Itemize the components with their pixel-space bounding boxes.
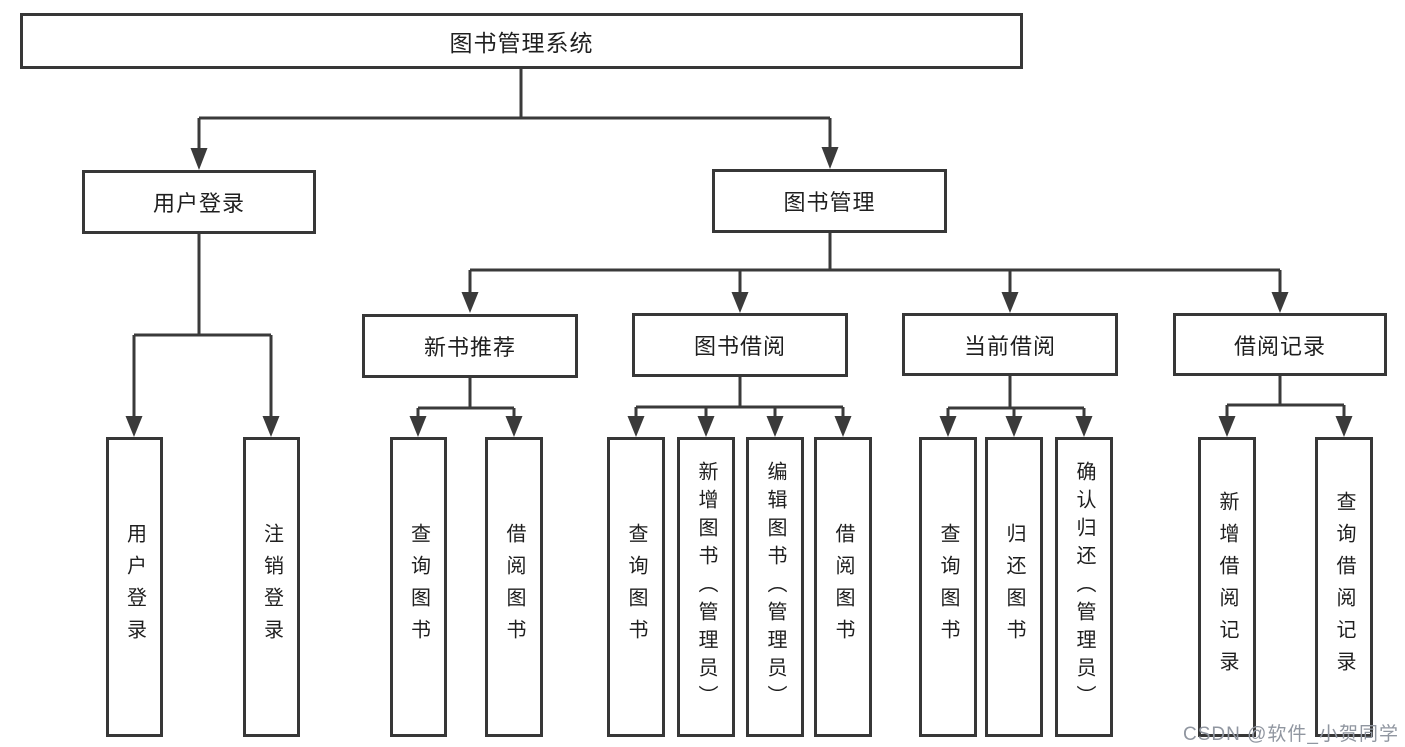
leaf-user-login: 用户登录 bbox=[106, 437, 163, 737]
leaf-borrow-books-recommend: 借阅图书 bbox=[485, 437, 543, 737]
node-book-borrow: 图书借阅 bbox=[632, 313, 848, 377]
connector-borrow-record-children bbox=[1218, 376, 1353, 437]
leaf-edit-books-admin: 编辑图书（管理员） bbox=[746, 437, 804, 737]
leaf-borrow-books: 借阅图书 bbox=[814, 437, 872, 737]
node-library-management-system: 图书管理系统 bbox=[20, 13, 1023, 69]
node-new-book-recommend: 新书推荐 bbox=[362, 314, 578, 378]
leaf-add-borrow-record: 新增借阅记录 bbox=[1198, 437, 1256, 737]
node-book-management: 图书管理 bbox=[712, 169, 947, 233]
node-current-borrow: 当前借阅 bbox=[902, 313, 1118, 376]
leaf-query-borrow-record: 查询借阅记录 bbox=[1315, 437, 1373, 737]
node-user-login: 用户登录 bbox=[82, 170, 316, 234]
leaf-add-books-admin: 新增图书（管理员） bbox=[677, 437, 735, 737]
leaf-query-books-borrow: 查询图书 bbox=[607, 437, 665, 737]
leaf-query-books-recommend: 查询图书 bbox=[390, 437, 447, 737]
connector-current-borrow-children bbox=[939, 376, 1093, 437]
leaf-return-books: 归还图书 bbox=[985, 437, 1043, 737]
leaf-query-books-current: 查询图书 bbox=[919, 437, 977, 737]
connector-book-borrow-children bbox=[627, 377, 852, 437]
connector-user-login-children bbox=[125, 234, 280, 437]
node-borrow-records: 借阅记录 bbox=[1173, 313, 1387, 376]
leaf-confirm-return-admin: 确认归还（管理员） bbox=[1055, 437, 1113, 737]
connector-new-book-children bbox=[409, 378, 523, 437]
csdn-watermark: CSDN @软件_小贺同学 bbox=[1183, 724, 1399, 745]
connector-book-management-children bbox=[461, 233, 1289, 313]
leaf-logout: 注销登录 bbox=[243, 437, 300, 737]
connector-root-to-level2 bbox=[190, 69, 839, 170]
